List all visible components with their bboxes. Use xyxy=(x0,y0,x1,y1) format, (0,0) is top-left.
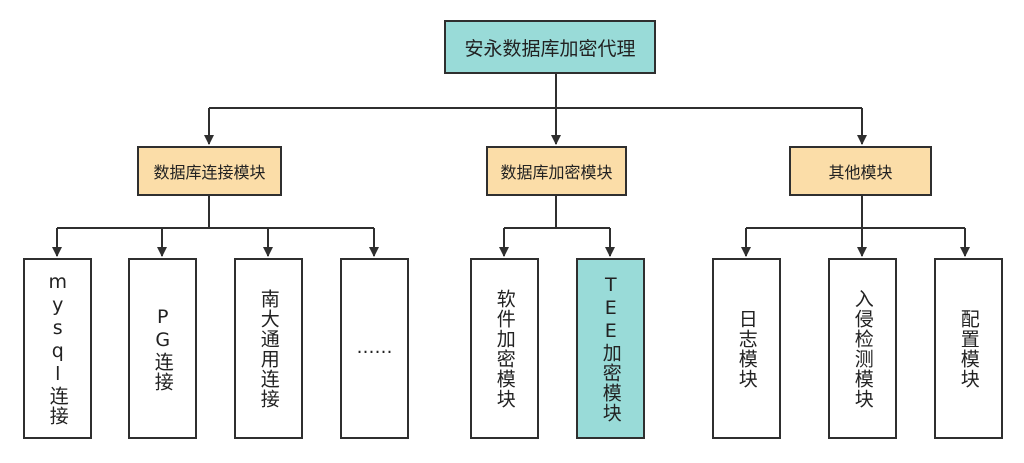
module-connection-label: 数据库连接模块 xyxy=(153,163,266,182)
leaf-intrusion-detection: 入侵检测模块 xyxy=(828,258,897,439)
leaf-mysql: mysql连接 xyxy=(23,258,92,439)
module-connection: 数据库连接模块 xyxy=(137,146,282,196)
leaf-log-label: 日志模块 xyxy=(735,308,758,389)
leaf-tee-encryption-label: TEE加密模块 xyxy=(599,274,622,423)
leaf-tee-encryption: TEE加密模块 xyxy=(576,258,645,439)
leaf-pg: PG连接 xyxy=(128,258,197,439)
leaf-more: …… xyxy=(340,258,409,439)
module-encryption-label: 数据库加密模块 xyxy=(500,163,613,182)
leaf-intrusion-detection-label: 入侵检测模块 xyxy=(851,288,874,409)
leaf-gbase-label: 南大通用连接 xyxy=(257,288,280,409)
leaf-config: 配置模块 xyxy=(934,258,1003,439)
leaf-log: 日志模块 xyxy=(712,258,781,439)
leaf-gbase: 南大通用连接 xyxy=(234,258,303,439)
root-label: 安永数据库加密代理 xyxy=(464,37,636,60)
leaf-config-label: 配置模块 xyxy=(957,308,980,389)
module-encryption: 数据库加密模块 xyxy=(486,146,627,196)
leaf-software-encryption-label: 软件加密模块 xyxy=(493,288,516,409)
leaf-more-label: …… xyxy=(356,337,393,359)
module-other: 其他模块 xyxy=(789,146,932,196)
leaf-mysql-label: mysql连接 xyxy=(46,271,69,426)
root-node: 安永数据库加密代理 xyxy=(444,20,656,74)
leaf-software-encryption: 软件加密模块 xyxy=(470,258,539,439)
module-other-label: 其他模块 xyxy=(828,163,893,182)
leaf-pg-label: PG连接 xyxy=(151,305,174,392)
